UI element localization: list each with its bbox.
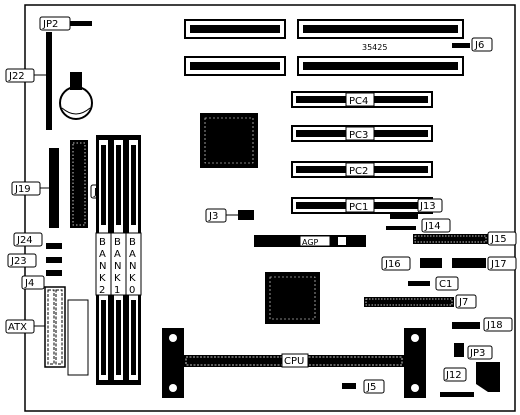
j23-pins	[46, 257, 62, 263]
j24-pins	[46, 243, 62, 249]
j18-box	[483, 317, 513, 332]
bank1-char-3: K	[114, 273, 121, 284]
atx-power-connector	[44, 286, 66, 368]
bank0-char-3: K	[129, 273, 136, 284]
j13-label: J13	[419, 201, 436, 212]
j6-label: J6	[474, 40, 484, 51]
j13-pins	[390, 214, 418, 219]
bank0-char-1: A	[129, 249, 136, 260]
j19-connector	[49, 148, 59, 228]
pci-slot-pc4: PC4	[291, 91, 433, 108]
j16-box	[381, 256, 411, 271]
j5-box	[363, 379, 385, 394]
jp3-box	[467, 345, 493, 360]
j12-box	[443, 367, 467, 382]
memory-bank-1: B A N K 1	[110, 135, 127, 385]
j4-box	[21, 275, 45, 290]
cpu-slot: CPU	[162, 328, 426, 398]
j16-pins	[420, 258, 442, 268]
j3-pins	[238, 210, 254, 220]
jp2-pins	[70, 21, 92, 26]
j5-label: J5	[366, 382, 376, 393]
j12-label: J12	[445, 370, 462, 381]
jp2-label: JP2	[42, 19, 58, 30]
jp2-box	[39, 16, 71, 31]
j17-box	[487, 256, 517, 271]
pci-slot-pc3: PC3	[291, 125, 433, 142]
memory-bank-0: B A N K 0	[125, 135, 142, 385]
jp3-pins	[454, 343, 464, 357]
bank1-char-1: A	[114, 249, 121, 260]
j6-pins	[452, 43, 470, 48]
bank1-char-2: N	[114, 261, 121, 272]
c1-box	[435, 276, 459, 291]
j24-label: J24	[16, 235, 33, 246]
j7-label: J7	[458, 297, 468, 308]
pci-slot-pc1: PC1	[291, 197, 433, 214]
j6-box	[471, 37, 493, 52]
cpu-label: CPU	[284, 356, 304, 367]
j20-connector	[70, 140, 88, 228]
j15-box	[487, 231, 517, 246]
j22-label: J22	[8, 71, 25, 82]
j24-box	[13, 232, 43, 247]
j18-label: J18	[486, 320, 503, 331]
bank2-char-3: K	[99, 273, 106, 284]
pc2-label: PC2	[349, 166, 368, 177]
pc3-label: PC3	[349, 130, 368, 141]
bank2-char-0: B	[99, 237, 106, 248]
bank2-char-1: A	[99, 249, 106, 260]
j13-box	[417, 198, 443, 213]
rear-connector	[476, 362, 500, 392]
j15-connector	[413, 234, 488, 244]
bank0-char-2: N	[129, 261, 136, 272]
atx-label: ATX	[8, 322, 27, 333]
j23-box	[7, 253, 37, 268]
j14-label: J14	[424, 221, 441, 232]
bank1-char-0: B	[114, 237, 121, 248]
memory-bank-2: B A N K 2	[95, 135, 112, 385]
j7-connector	[364, 297, 454, 307]
j14-box	[421, 218, 451, 233]
j14-pins	[386, 226, 416, 230]
bank2-char-2: N	[99, 261, 106, 272]
j17-label: J17	[490, 259, 507, 270]
j23-label: J23	[10, 256, 27, 267]
pc1-label: PC1	[349, 202, 368, 213]
j15-label: J15	[490, 234, 507, 245]
bank0-char-4: 0	[129, 285, 135, 296]
bank2-char-4: 2	[99, 285, 105, 296]
bank0-char-0: B	[129, 237, 136, 248]
board-code: 35425	[362, 43, 387, 52]
jp3-label: JP3	[469, 348, 485, 359]
pc4-label: PC4	[349, 96, 368, 107]
j5-pins	[342, 383, 356, 389]
j4-label: J4	[24, 278, 34, 289]
j7-box	[455, 294, 477, 309]
southbridge-chip	[265, 272, 320, 324]
battery	[59, 72, 93, 120]
agp-slot: AGP	[254, 235, 366, 247]
northbridge-chip	[200, 113, 258, 168]
j4-pins	[46, 270, 62, 276]
j17-pins	[452, 258, 486, 268]
c1-pins	[408, 281, 430, 286]
bank1-char-4: 1	[114, 285, 120, 296]
agp-label: AGP	[302, 238, 319, 247]
pci-slot-pc2: PC2	[291, 161, 433, 178]
j22-connector	[46, 32, 52, 130]
c1-label: C1	[439, 279, 452, 290]
j12-pins	[440, 392, 474, 397]
j18-pins	[452, 322, 480, 329]
j19-label: J19	[14, 184, 31, 195]
atx-secondary-connector	[67, 299, 89, 376]
j16-label: J16	[384, 259, 401, 270]
j3-label: J3	[208, 211, 218, 222]
